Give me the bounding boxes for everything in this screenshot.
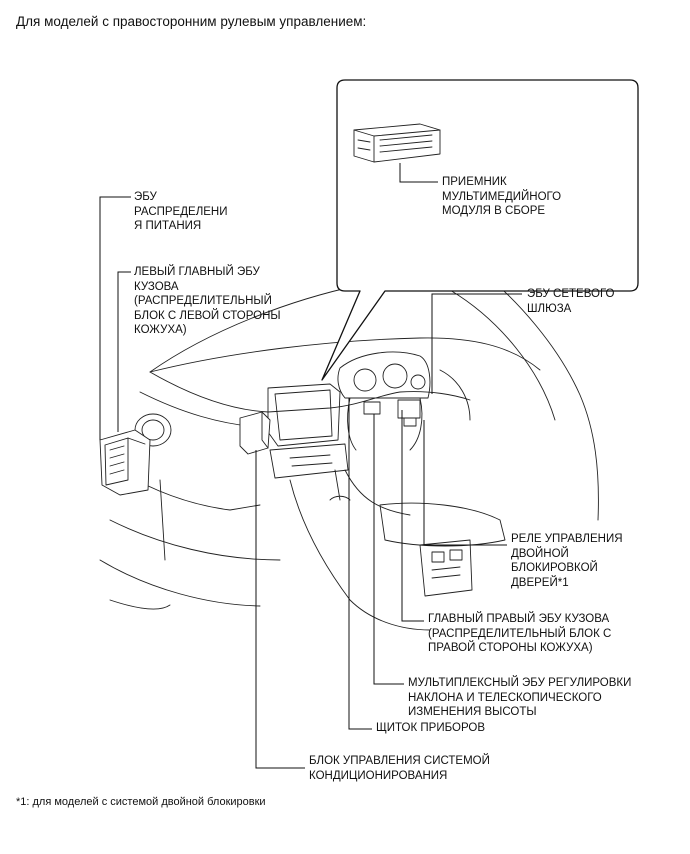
dashboard-outline bbox=[149, 371, 471, 413]
label-right-main-body-ecu: ГЛАВНЫЙ ПРАВЫЙ ЭБУ КУЗОВА (РАСПРЕДЕЛИТЕЛ… bbox=[428, 613, 612, 654]
label-ac-control: БЛОК УПРАВЛЕНИЯ СИСТЕМОЙ КОНДИЦИОНИРОВАН… bbox=[309, 755, 490, 782]
page-title: Для моделей с правосторонним рулевым упр… bbox=[16, 14, 367, 29]
label-double-lock-relay: РЕЛЕ УПРАВЛЕНИЯ ДВОЙНОЙ БЛОКИРОВКОЙ ДВЕР… bbox=[511, 533, 623, 589]
leader-tilt bbox=[373, 414, 404, 685]
armrest bbox=[379, 502, 506, 547]
receiver-unit bbox=[353, 123, 441, 163]
instrument-cluster bbox=[337, 351, 431, 399]
ac-control-module bbox=[239, 411, 271, 455]
left-ecu-block bbox=[99, 429, 151, 496]
right-body-ecu-module bbox=[397, 399, 421, 419]
windshield-outline bbox=[149, 337, 541, 373]
leader-double-lock bbox=[423, 420, 507, 546]
leader-instrument bbox=[348, 398, 372, 730]
leader-left-body bbox=[117, 271, 131, 432]
leader-gateway bbox=[431, 293, 522, 394]
callout-box bbox=[321, 79, 639, 381]
leader-power-dist bbox=[99, 196, 131, 440]
footnote: *1: для моделей с системой двойной блоки… bbox=[16, 796, 266, 808]
label-power-distribution-ecu: ЭБУ РАСПРЕДЕЛЕНИ Я ПИТАНИЯ bbox=[134, 191, 228, 232]
rear-console bbox=[419, 539, 473, 597]
tilt-ecu-module bbox=[363, 401, 381, 415]
leader-right-body bbox=[401, 410, 424, 622]
label-multimedia-receiver: ПРИЕМНИК МУЛЬТИМЕДИЙНОГО МОДУЛЯ В СБОРЕ bbox=[442, 176, 562, 217]
leader-ac bbox=[255, 450, 305, 769]
label-gateway-ecu: ЭБУ СЕТЕВОГО ШЛЮЗА bbox=[527, 288, 615, 315]
leader-receiver bbox=[399, 163, 438, 183]
label-left-main-body-ecu: ЛЕВЫЙ ГЛАВНЫЙ ЭБУ КУЗОВА (РАСПРЕДЕЛИТЕЛЬ… bbox=[134, 266, 281, 336]
label-tilt-telescopic-ecu: МУЛЬТИПЛЕКСНЫЙ ЭБУ РЕГУЛИРОВКИ НАКЛОНА И… bbox=[408, 677, 632, 718]
label-instrument-panel: ЩИТОК ПРИБОРОВ bbox=[376, 722, 485, 734]
